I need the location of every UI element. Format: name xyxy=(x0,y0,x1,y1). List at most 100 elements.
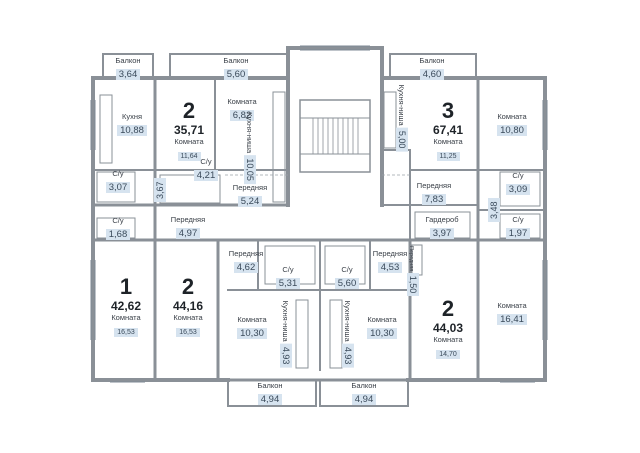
room-area: 3,09 xyxy=(505,183,531,195)
room-label: С/у 1,97 xyxy=(500,216,536,240)
room-name: Балкон xyxy=(115,56,141,65)
apartment-total-area: 42,62 xyxy=(110,299,142,313)
small-hall-label: Передняя 1,50 xyxy=(407,246,421,297)
apartment-room-area: 11,64 xyxy=(177,151,201,161)
room-area: 4,93 xyxy=(280,343,292,368)
kitchen-niche-label: Кухня-ниша 4,93 xyxy=(342,301,356,368)
apartment-room-area: 11,25 xyxy=(436,151,460,161)
room-area: 7,83 xyxy=(421,193,447,205)
room-label: Балкон 3,64 xyxy=(104,57,152,81)
room-area: 4,94 xyxy=(351,393,377,405)
room-label: Кухня 10,88 xyxy=(108,113,156,137)
area-tag: 3,67 xyxy=(152,178,166,202)
room-name: Кухня-ниша xyxy=(245,112,254,154)
room-area: 6,82 xyxy=(229,109,255,121)
apartment-room-area: 16,53 xyxy=(176,327,200,337)
room-name: С/у xyxy=(112,169,124,178)
room-name: Кухня-ниша xyxy=(343,300,352,342)
room-area: 16,41 xyxy=(497,313,527,325)
apartment-total-area: 44,03 xyxy=(432,321,464,335)
room-name: Комната xyxy=(237,315,267,324)
room-area: 5,60 xyxy=(223,68,249,80)
room-area: 10,80 xyxy=(497,124,527,136)
room-label: Комната 6,82 xyxy=(218,98,266,122)
room-area: 4,60 xyxy=(419,68,445,80)
room-label: С/у 3,07 xyxy=(100,170,136,194)
apartment-room-area: 16,53 xyxy=(114,327,138,337)
room-name: Кухня-ниша xyxy=(397,84,406,126)
room-name: Гардероб xyxy=(425,215,459,224)
room-area: 4,93 xyxy=(342,343,354,368)
room-area: 1,68 xyxy=(105,228,131,240)
room-label: Балкон 4,94 xyxy=(246,382,294,406)
apartment-2a-summary: 2 35,71 Комната 11,64 xyxy=(163,100,215,162)
room-area: 10,30 xyxy=(237,327,267,339)
apartment-room-label: Комната xyxy=(111,313,141,322)
room-area: 3,97 xyxy=(429,227,455,239)
apartment-rooms-count: 2 xyxy=(182,98,196,123)
room-name: С/у xyxy=(112,216,124,225)
room-label: Гардероб 3,97 xyxy=(418,216,466,240)
apartment-room-label: Комната xyxy=(433,335,463,344)
room-area: 3,07 xyxy=(105,181,131,193)
room-name: С/у xyxy=(341,265,353,274)
area-tag: 3,48 xyxy=(486,198,500,222)
room-area: 5,00 xyxy=(396,127,408,152)
apartment-rooms-count: 2 xyxy=(441,296,455,321)
room-area: 5,31 xyxy=(275,277,301,289)
room-name: Балкон xyxy=(223,56,249,65)
apartment-rooms-count: 1 xyxy=(119,274,133,299)
apartment-room-label: Комната xyxy=(173,313,203,322)
room-name: Передняя xyxy=(228,249,264,258)
room-label: С/у 5,60 xyxy=(329,266,365,290)
room-name: С/у xyxy=(200,157,212,166)
room-label: Балкон 5,60 xyxy=(212,57,260,81)
room-name: Передняя xyxy=(416,181,452,190)
room-label: Балкон 4,94 xyxy=(340,382,388,406)
room-name: Кухня xyxy=(121,112,143,121)
kitchen-niche-label: Кухня-ниша 10,05 xyxy=(244,112,258,184)
apartment-room-area: 14,70 xyxy=(436,349,460,359)
room-name: Комната xyxy=(497,112,527,121)
room-name: Передняя xyxy=(408,246,414,272)
apartment-1-summary: 1 42,62 Комната 16,53 xyxy=(100,276,152,338)
room-area: 4,94 xyxy=(257,393,283,405)
room-name: Балкон xyxy=(351,381,377,390)
room-label: Балкон 4,60 xyxy=(408,57,456,81)
room-area: 3,48 xyxy=(488,198,500,222)
room-area: 1,97 xyxy=(505,227,531,239)
kitchen-niche-label: Кухня-ниша 4,93 xyxy=(280,301,294,368)
room-name: Передняя xyxy=(372,249,408,258)
room-area: 4,62 xyxy=(233,261,259,273)
room-label: Передняя 5,24 xyxy=(226,184,274,208)
room-name: Комната xyxy=(227,97,257,106)
apartment-room-label: Комната xyxy=(433,137,463,146)
apartment-3-summary: 3 67,41 Комната 11,25 xyxy=(420,100,476,162)
room-label: Передняя 4,62 xyxy=(222,250,270,274)
room-name: Кухня-ниша xyxy=(281,300,290,342)
room-label: С/у 1,68 xyxy=(100,217,136,241)
room-area: 5,60 xyxy=(334,277,360,289)
room-name: С/у xyxy=(512,171,524,180)
room-label: Комната 16,41 xyxy=(486,302,538,326)
apartment-rooms-count: 3 xyxy=(441,98,455,123)
apartment-room-label: Комната xyxy=(174,137,204,146)
room-area: 4,53 xyxy=(377,261,403,273)
room-name: Балкон xyxy=(419,56,445,65)
room-area: 10,88 xyxy=(117,124,147,136)
room-area: 4,97 xyxy=(175,227,201,239)
room-name: Комната xyxy=(497,301,527,310)
room-label: Комната 10,30 xyxy=(228,316,276,340)
kitchen-niche-label: Кухня-ниша 5,00 xyxy=(396,85,410,152)
room-label: Передняя 7,83 xyxy=(410,182,458,206)
apartment-total-area: 67,41 xyxy=(432,123,464,137)
apartment-total-area: 44,16 xyxy=(172,299,204,313)
room-label: Комната 10,80 xyxy=(488,113,536,137)
room-area: 5,24 xyxy=(237,195,263,207)
room-label: Передняя 4,53 xyxy=(366,250,414,274)
room-label: С/у 3,09 xyxy=(500,172,536,196)
room-name: С/у xyxy=(512,215,524,224)
room-area: 4,21 xyxy=(193,169,219,181)
room-name: Передняя xyxy=(232,183,268,192)
room-name: Передняя xyxy=(170,215,206,224)
